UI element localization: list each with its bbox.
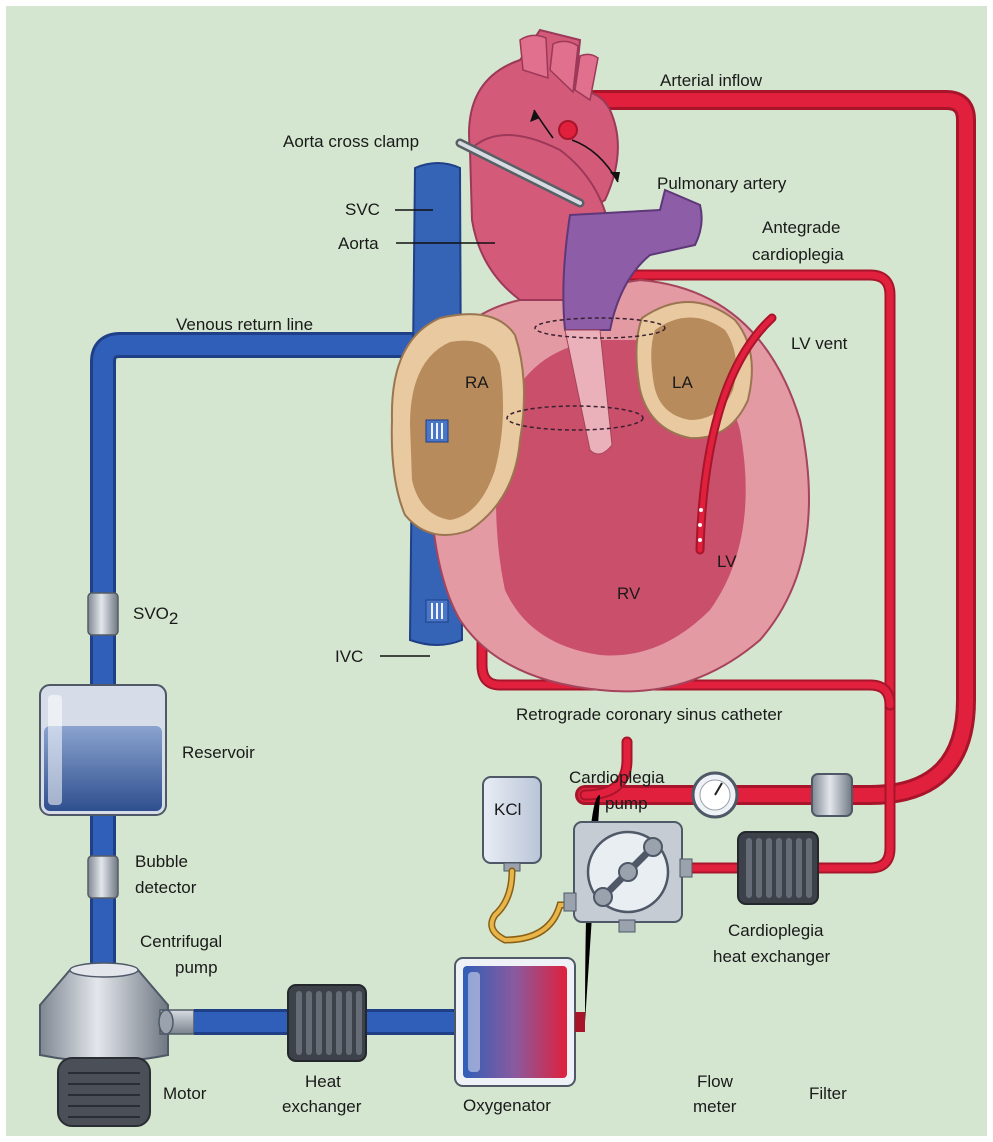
flow-meter <box>693 773 737 817</box>
label-cp-heat-exchanger-line2: heat exchanger <box>713 947 831 966</box>
label-kcl: KCl <box>494 800 521 819</box>
label-cardioplegia-pump-line2: pump <box>605 794 648 813</box>
oxygenator <box>455 958 575 1086</box>
cardioplegia-pump <box>564 822 692 932</box>
label-cardioplegia-pump-line1: Cardioplegia <box>569 768 665 787</box>
label-lv: LV <box>717 552 737 571</box>
label-centrifugal-pump-line2: pump <box>175 958 218 977</box>
label-ra: RA <box>465 373 489 392</box>
label-oxygenator: Oxygenator <box>463 1096 551 1115</box>
label-arterial-inflow: Arterial inflow <box>660 71 763 90</box>
label-antegrade-line2: cardioplegia <box>752 245 844 264</box>
bubble-detector <box>88 856 118 898</box>
label-svo2-main: SVO <box>133 604 169 623</box>
label-heat-exchanger-line1: Heat <box>305 1072 341 1091</box>
heat-exchanger <box>288 985 366 1061</box>
label-svc: SVC <box>345 200 380 219</box>
cardioplegia-heat-exchanger <box>738 832 818 904</box>
label-reservoir: Reservoir <box>182 743 255 762</box>
label-aorta: Aorta <box>338 234 379 253</box>
label-venous-return-line: Venous return line <box>176 315 313 334</box>
label-centrifugal-pump-line1: Centrifugal <box>140 932 222 951</box>
label-ivc: IVC <box>335 647 363 666</box>
label-pulmonary-artery: Pulmonary artery <box>657 174 787 193</box>
motor <box>58 1058 150 1126</box>
label-antegrade-line1: Antegrade <box>762 218 840 237</box>
aortic-cannula-tip <box>559 121 577 139</box>
label-flow-meter-line1: Flow <box>697 1072 734 1091</box>
label-lv-vent: LV vent <box>791 334 848 353</box>
label-flow-meter-line2: meter <box>693 1097 737 1116</box>
label-bubble-detector-line2: detector <box>135 878 197 897</box>
label-bubble-detector-line1: Bubble <box>135 852 188 871</box>
reservoir <box>40 685 166 815</box>
label-rv: RV <box>617 584 641 603</box>
label-heat-exchanger-line2: exchanger <box>282 1097 362 1116</box>
label-cp-heat-exchanger-line1: Cardioplegia <box>728 921 824 940</box>
label-la: LA <box>672 373 693 392</box>
label-aorta-cross-clamp: Aorta cross clamp <box>283 132 419 151</box>
label-retrograde: Retrograde coronary sinus catheter <box>516 705 783 724</box>
filter <box>812 774 852 816</box>
label-filter: Filter <box>809 1084 847 1103</box>
label-motor: Motor <box>163 1084 207 1103</box>
svo2-sensor <box>88 593 118 635</box>
label-svo2-sub: 2 <box>169 609 178 628</box>
